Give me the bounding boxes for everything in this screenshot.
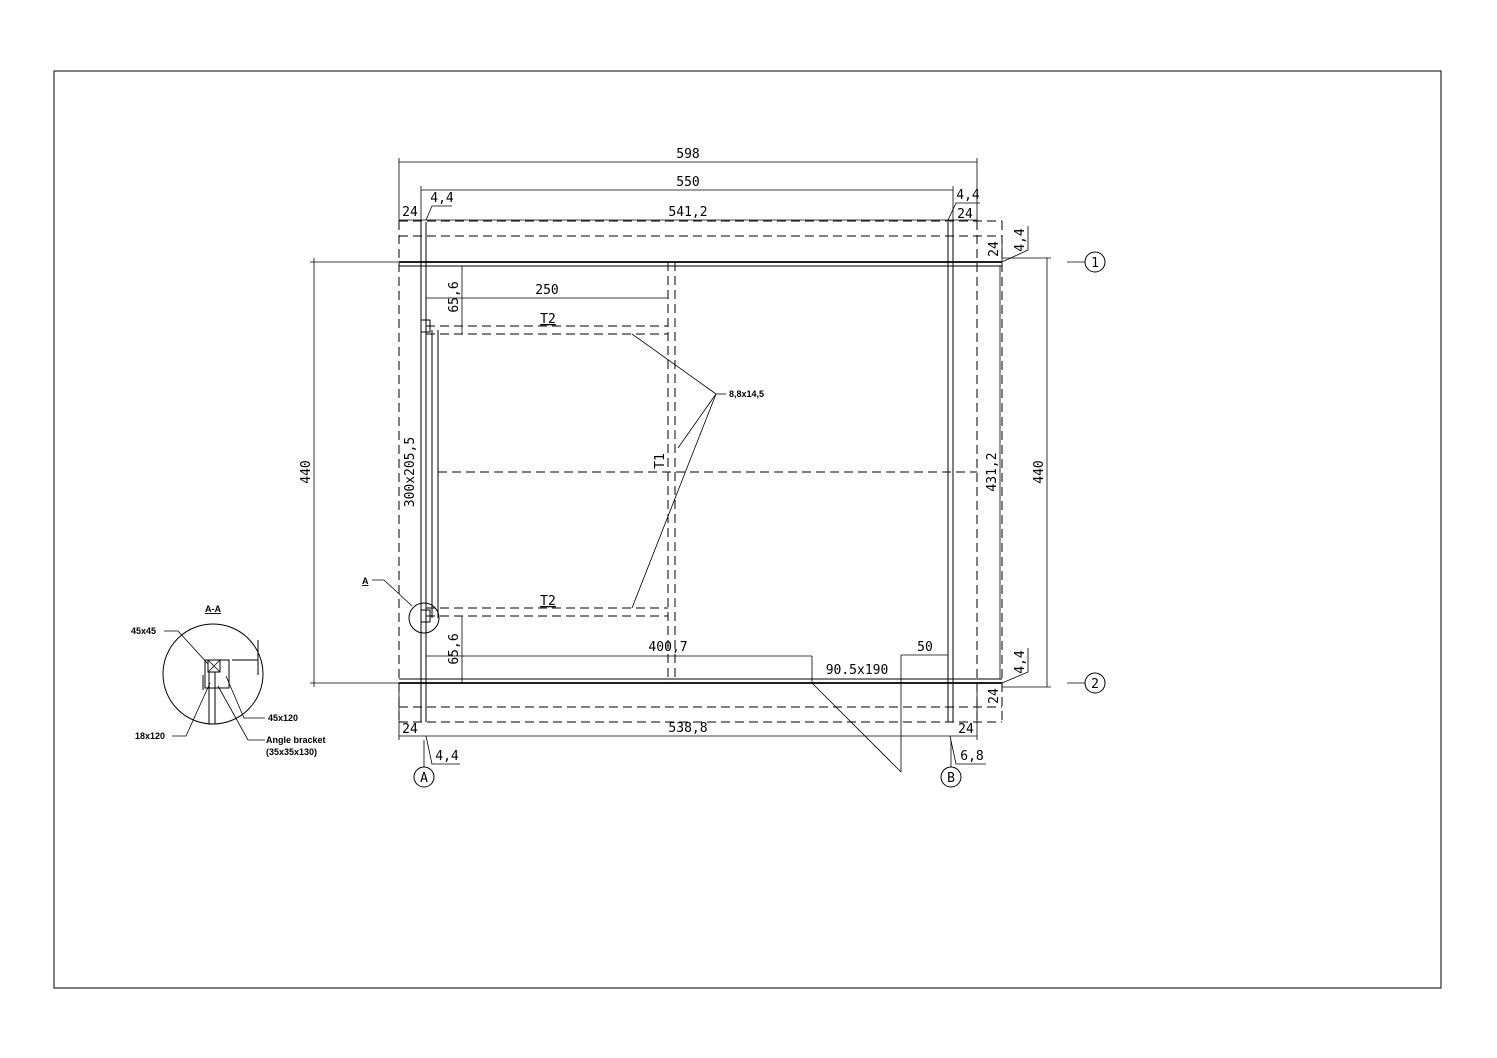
dim-inner-span-bottom: 538,8 <box>668 721 707 736</box>
dim-65-top: 65,6 <box>447 281 462 312</box>
dim-left-24-top: 24 <box>402 205 418 220</box>
dim-550: 550 <box>676 175 699 190</box>
detail-a-a <box>162 623 265 741</box>
detail-label-45x45: 45x45 <box>131 626 156 636</box>
dim-65-bottom: 65,6 <box>447 633 462 664</box>
dim-right-offset-top: 4,4 <box>956 188 980 203</box>
svg-text:2: 2 <box>1091 677 1099 692</box>
detail-label-18x120: 18x120 <box>135 731 165 741</box>
dim-inner-span-top: 541,2 <box>668 205 707 220</box>
grid-bubble-1: 1 <box>1067 251 1106 273</box>
detail-label-angle-2: (35x35x130) <box>266 747 317 757</box>
label-t2-bottom: T2 <box>540 594 556 609</box>
grid-bubble-b: B <box>940 740 962 788</box>
dim-right-24-top: 24 <box>957 207 973 222</box>
dim-left-offset-top: 4,4 <box>430 191 454 206</box>
detail-title: A-A <box>205 604 221 614</box>
label-section-bottom: 90.5x190 <box>826 663 889 678</box>
detail-label-45x120: 45x120 <box>268 713 298 723</box>
dimension-lines <box>310 158 1051 773</box>
grid-bubble-2: 2 <box>1067 672 1106 694</box>
dim-right-44-upper: 4,4 <box>1013 228 1028 252</box>
label-t2-top: T2 <box>540 312 556 327</box>
dim-250: 250 <box>535 283 558 298</box>
dim-left-offset-bottom: 4,4 <box>435 749 459 764</box>
dim-overall-width: 598 <box>676 147 699 162</box>
dim-right-24-upper: 24 <box>987 241 1002 257</box>
label-t1: T1 <box>653 453 668 469</box>
grid-bubble-a: A <box>413 740 435 788</box>
svg-text:A: A <box>420 771 428 786</box>
detail-label-angle-1: Angle bracket <box>266 735 326 745</box>
dim-50: 50 <box>917 640 933 655</box>
dim-right-44-lower: 4,4 <box>1013 650 1028 674</box>
label-detail-marker: A <box>362 576 369 586</box>
label-section-left: 300x205,5 <box>403 437 418 507</box>
dim-400: 400,7 <box>648 640 687 655</box>
dim-right-24-bottom: 24 <box>958 722 974 737</box>
dim-inner-height-right: 431,2 <box>985 452 1000 491</box>
dim-height-left: 440 <box>299 460 314 483</box>
svg-text:1: 1 <box>1091 256 1099 271</box>
dim-right-offset-bottom: 6,8 <box>960 749 983 764</box>
sheet-border <box>53 70 1442 989</box>
dim-height-right: 440 <box>1032 460 1047 483</box>
svg-text:B: B <box>947 771 955 786</box>
plan-frame <box>398 220 1003 723</box>
label-bolt-callout: 8,8x14,5 <box>729 389 764 399</box>
dim-left-24-bottom: 24 <box>402 722 418 737</box>
dim-right-24-lower: 24 <box>987 688 1002 704</box>
